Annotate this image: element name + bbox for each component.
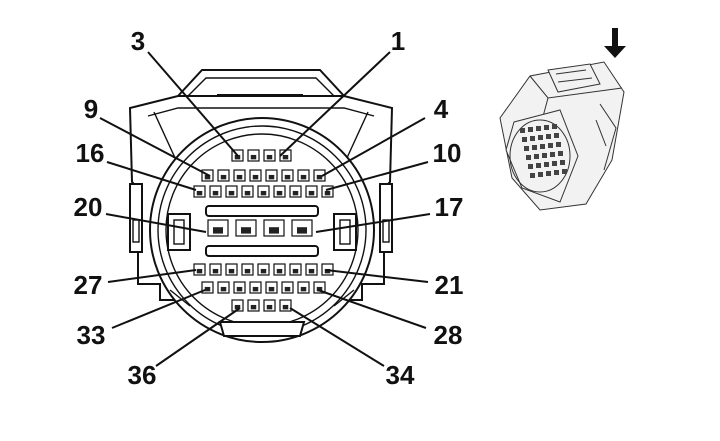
pin-label-20: 20 (74, 192, 103, 222)
mini-pin (544, 162, 549, 167)
mini-pin (546, 171, 551, 176)
pin-contact (236, 174, 243, 180)
mini-pin (562, 169, 567, 174)
mini-pin (556, 142, 561, 147)
pin-contact (234, 304, 241, 310)
pin-contact (236, 286, 243, 292)
leader-lines (99, 51, 431, 367)
pin-contact (213, 227, 223, 234)
pin-contact (276, 190, 283, 196)
pin-label-21: 21 (435, 270, 464, 300)
mini-pin (536, 126, 541, 131)
mini-pin (554, 170, 559, 175)
pin-contact (250, 154, 257, 160)
pin-contact (300, 286, 307, 292)
mini-pin (522, 137, 527, 142)
pin-contact (282, 154, 289, 160)
pin-contact (252, 286, 259, 292)
mini-pin (540, 144, 545, 149)
pin-label-4: 4 (434, 94, 449, 124)
pin-label-34: 34 (386, 360, 415, 390)
pin-contact (269, 227, 279, 234)
mini-pin (546, 134, 551, 139)
mini-pin (552, 124, 557, 129)
pin-contact (220, 174, 227, 180)
pin-label-3: 3 (131, 26, 145, 56)
pin-label-9: 9 (84, 94, 98, 124)
mini-pin (544, 125, 549, 130)
pin-label-28: 28 (434, 320, 463, 350)
pin-contact (244, 268, 251, 274)
mini-pin (528, 164, 533, 169)
pin-contact (212, 268, 219, 274)
pin-contact (228, 190, 235, 196)
pin-contact (234, 154, 241, 160)
pin-contact (276, 268, 283, 274)
mini-pin (532, 145, 537, 150)
pin-contact (252, 174, 259, 180)
pin-contact (266, 154, 273, 160)
pin-contact (268, 174, 275, 180)
mini-pin (552, 161, 557, 166)
pin-label-36: 36 (128, 360, 157, 390)
pin-label-1: 1 (391, 26, 405, 56)
pin-contact (316, 174, 323, 180)
pin-label-10: 10 (433, 138, 462, 168)
mini-pin (526, 155, 531, 160)
mini-pin (520, 128, 525, 133)
pin-contact (196, 190, 203, 196)
pin-contact (292, 268, 299, 274)
pin-contact (228, 268, 235, 274)
pin-contact (284, 286, 291, 292)
mini-pin (536, 163, 541, 168)
pin-label-27: 27 (74, 270, 103, 300)
mini-pin (542, 153, 547, 158)
pin-contact (297, 227, 307, 234)
mini-pin (554, 133, 559, 138)
pin-contact (300, 174, 307, 180)
pin-contact (204, 286, 211, 292)
pin-contact (284, 174, 291, 180)
mini-pin (538, 172, 543, 177)
isometric-pin-grid (520, 124, 567, 178)
pin-contact (260, 190, 267, 196)
mini-pin (534, 154, 539, 159)
mini-pin (528, 127, 533, 132)
mini-pin (530, 136, 535, 141)
pin-label-16: 16 (76, 138, 105, 168)
pin-contact (266, 304, 273, 310)
connector-isometric-view (499, 61, 625, 211)
pin-contact (260, 268, 267, 274)
pin-contact (316, 286, 323, 292)
pin-label-17: 17 (435, 192, 464, 222)
mini-pin (538, 135, 543, 140)
pin-contact (204, 174, 211, 180)
pin-contact (220, 286, 227, 292)
pin-contact (308, 268, 315, 274)
pin-number-labels: 3 1 9 4 16 10 20 17 27 21 33 28 36 34 (74, 26, 464, 390)
pin-contact (250, 304, 257, 310)
pin-contact (268, 286, 275, 292)
mini-pin (530, 173, 535, 178)
pin-contact (196, 268, 203, 274)
pin-contact (244, 190, 251, 196)
mini-pin (548, 143, 553, 148)
pin-contact (282, 304, 289, 310)
arrow-down-icon (604, 28, 626, 58)
pin-label-33: 33 (77, 320, 106, 350)
mini-pin (550, 152, 555, 157)
pin-contact (324, 190, 331, 196)
mini-pin (560, 160, 565, 165)
pin-contact (241, 227, 251, 234)
pin-contact (308, 190, 315, 196)
pin-contact (212, 190, 219, 196)
pin-contact (292, 190, 299, 196)
mini-pin (558, 151, 563, 156)
mini-pin (524, 146, 529, 151)
